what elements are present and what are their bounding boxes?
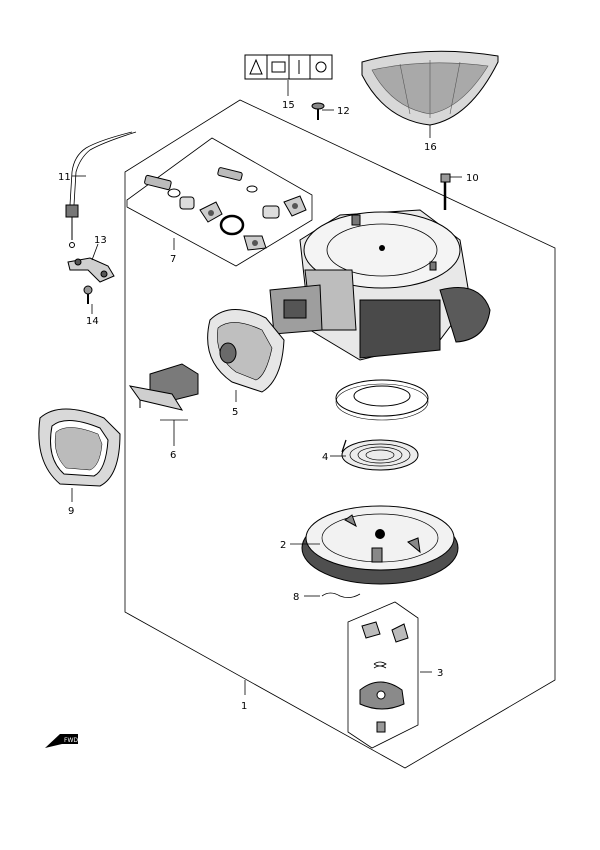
callout-6: 6 [170, 450, 176, 461]
callout-12: 12 [337, 106, 350, 117]
callout-7: 7 [170, 254, 176, 265]
callout-8: 8 [293, 592, 299, 603]
leader-lines [71, 80, 462, 695]
callout-1: 1 [241, 701, 247, 712]
callout-2: 2 [280, 540, 286, 551]
callout-10: 10 [466, 173, 479, 184]
bolt-part-10 [440, 173, 451, 210]
callout-4: 4 [322, 452, 328, 463]
curved-pad-part [361, 50, 499, 126]
assembly-outline [124, 99, 556, 769]
bracket-part-13 [67, 257, 115, 283]
handle-cover-part-9 [38, 408, 121, 487]
callout-5: 5 [232, 407, 238, 418]
handle-insert-part-6 [128, 363, 199, 411]
callout-14: 14 [86, 316, 99, 327]
hardware-kit-part-7 [144, 167, 307, 251]
recoil-spring-part-4 [341, 439, 419, 471]
screw-part-12 [311, 102, 325, 120]
pawl-set-part-3 [359, 621, 409, 733]
bolt-part-14 [83, 285, 93, 304]
forward-arrow-label: FWD [64, 737, 78, 744]
callout-13: 13 [94, 235, 107, 246]
callout-9: 9 [68, 506, 74, 517]
warning-label-part [244, 54, 333, 80]
forward-direction-arrow: FWD [45, 734, 78, 748]
cable-part-11 [65, 131, 137, 248]
callout-3: 3 [437, 668, 443, 679]
callout-15: 15 [282, 100, 295, 111]
starter-housing [269, 209, 491, 361]
rope-part-8 [321, 592, 361, 598]
handle-grip-part-5 [207, 309, 285, 393]
subgroup-box-7 [126, 137, 313, 267]
reel-part-2 [301, 505, 459, 585]
subgroup-box-3 [347, 601, 419, 749]
callout-labels: 1 2 3 4 5 6 7 8 9 10 11 12 13 14 15 16 [58, 100, 479, 712]
callout-16: 16 [424, 142, 437, 153]
callout-11: 11 [58, 172, 71, 183]
spring-case-disc [335, 379, 429, 421]
